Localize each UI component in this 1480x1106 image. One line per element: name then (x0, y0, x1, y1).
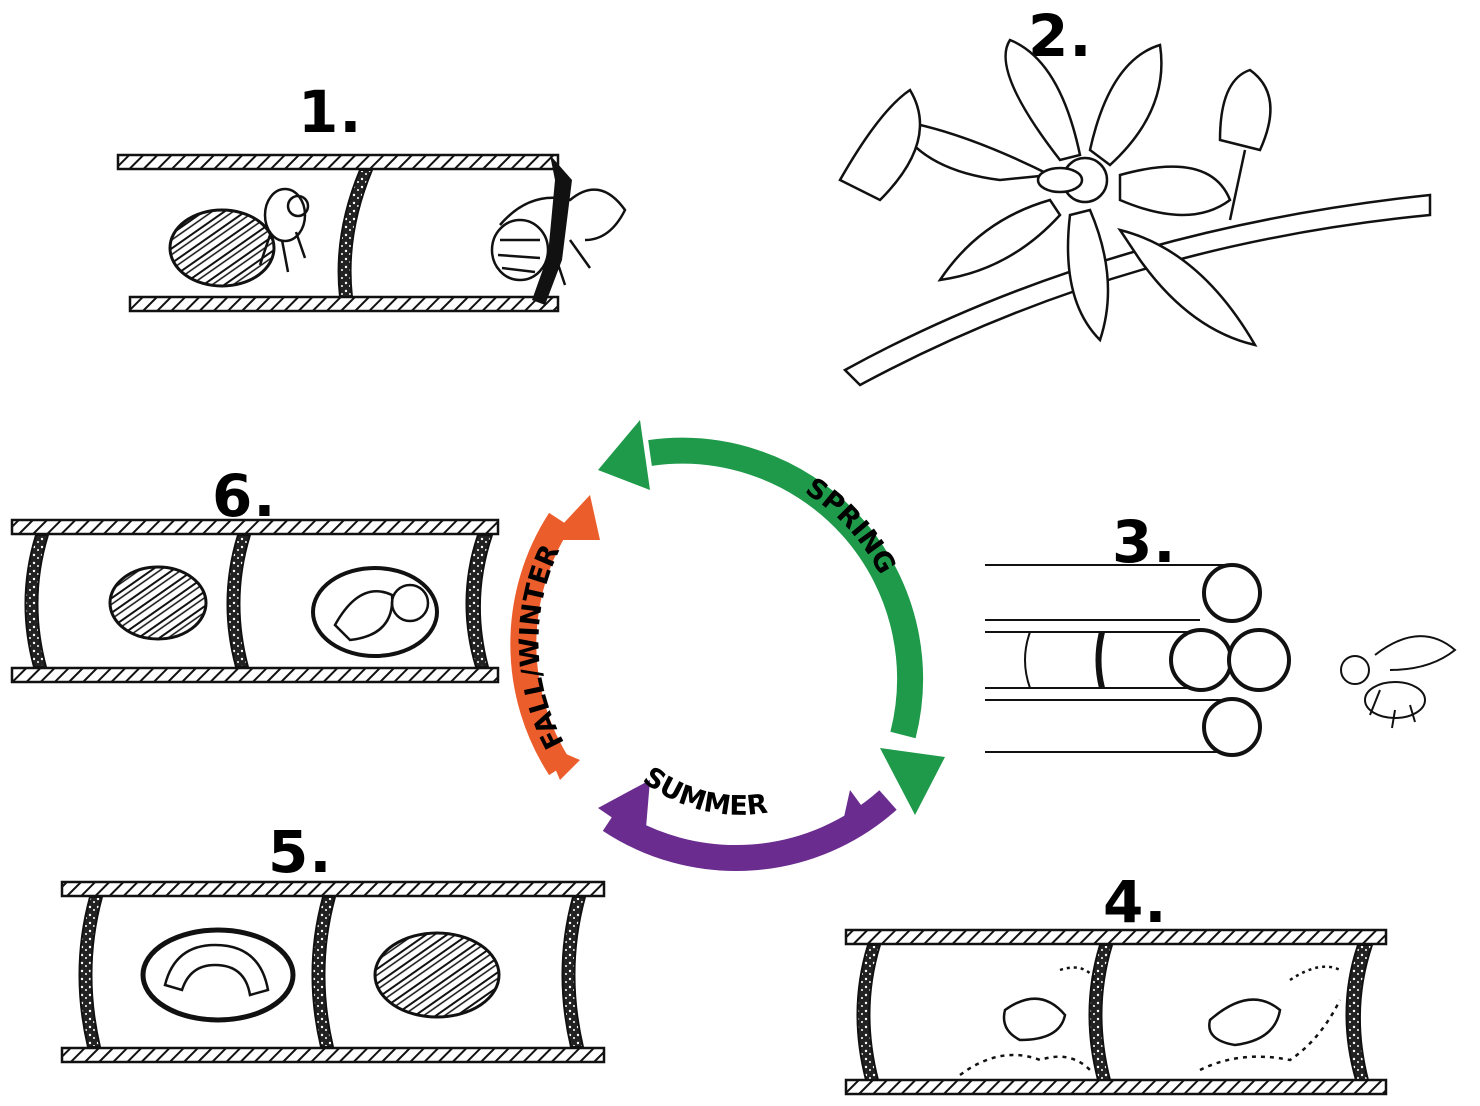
stage-1-illustration (118, 155, 625, 311)
stage-6-illustration (12, 520, 498, 682)
larva-icon (1209, 1000, 1280, 1045)
summer-label: SUMMER (638, 761, 770, 822)
stage-4-illustration (846, 930, 1386, 1094)
spring-arc (650, 451, 910, 735)
stage-5-illustration (62, 882, 604, 1062)
larva-icon (1004, 999, 1065, 1040)
stage-2-illustration (840, 40, 1430, 385)
cocoon-icon (375, 933, 499, 1017)
flying-bee-icon (1341, 636, 1455, 728)
stage-3-illustration (985, 565, 1455, 755)
spring-label: SPRING (800, 472, 902, 579)
pupa-cell-icon (313, 568, 437, 656)
cocoon-icon (110, 567, 206, 639)
cocoon-icon (170, 210, 274, 286)
season-cycle: SPRING SUMMER FALL/WINTER (514, 420, 945, 858)
larva-cell-icon (143, 930, 293, 1020)
